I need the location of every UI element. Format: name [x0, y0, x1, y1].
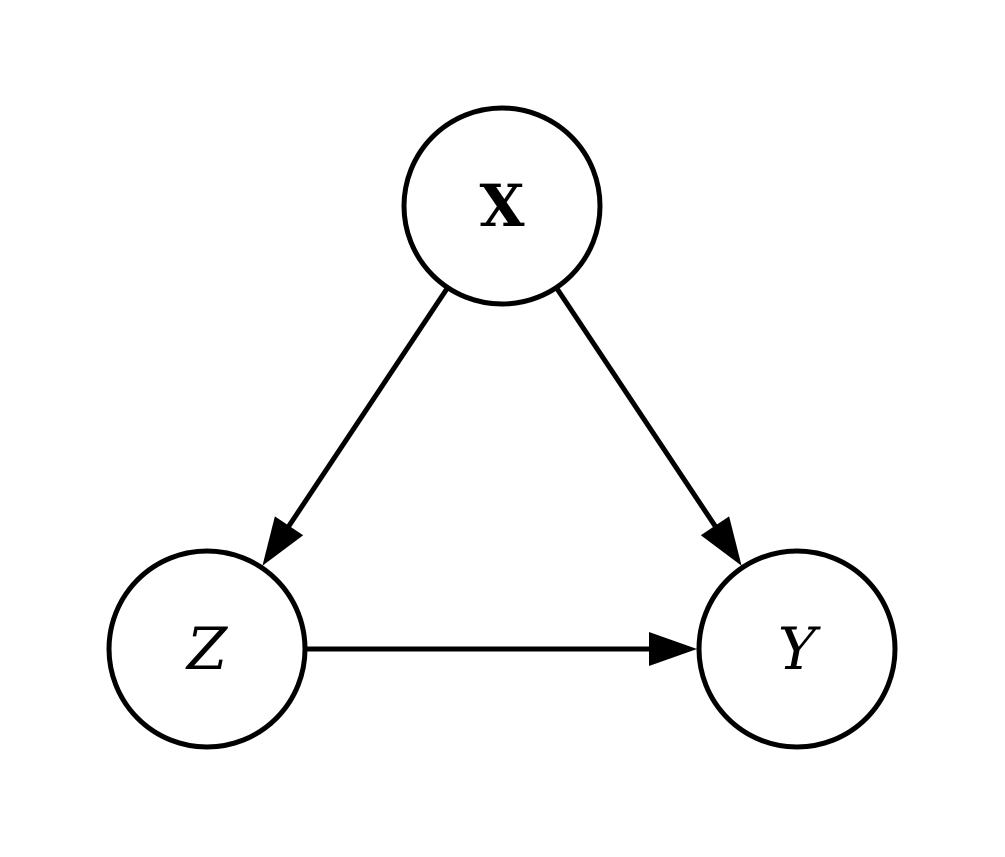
arrowhead-x-to-z [262, 516, 304, 566]
edges [262, 287, 742, 666]
node-x-label: X [479, 172, 524, 240]
arrowhead-z-to-y [649, 632, 697, 666]
node-y-label: Y [778, 615, 821, 683]
edge-x-to-z [284, 287, 449, 531]
node-z-label: Z [185, 615, 229, 683]
node-x: X [401, 105, 603, 307]
node-z-circle [106, 548, 308, 750]
node-y-circle [696, 548, 898, 750]
arrowhead-x-to-y [700, 516, 742, 566]
node-z: Z [106, 548, 308, 750]
edge-x-to-y [555, 287, 720, 531]
node-y: Y [696, 548, 898, 750]
node-x-circle [401, 105, 603, 307]
